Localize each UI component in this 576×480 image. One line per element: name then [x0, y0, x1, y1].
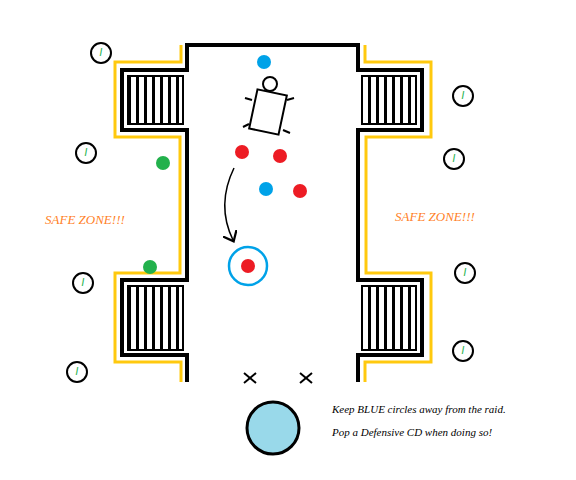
zone-label: SAFE ZONE!!! — [45, 212, 125, 228]
marker-circle: I — [452, 340, 474, 362]
marker-text: I — [462, 346, 465, 356]
move-arrow — [225, 168, 234, 240]
marker-text: I — [82, 278, 85, 288]
marker-text: I — [85, 148, 88, 158]
marker-circle: I — [72, 272, 94, 294]
marker-text: I — [453, 154, 456, 164]
marker-text: I — [464, 268, 467, 278]
portal-circle — [247, 402, 299, 454]
marker-text: I — [100, 48, 103, 58]
x-marks — [244, 373, 312, 383]
marker-circle: I — [75, 142, 97, 164]
marker-circle: I — [454, 262, 476, 284]
boss-figure — [243, 77, 294, 135]
player-dots — [143, 55, 307, 285]
note-text: Pop a Defensive CD when doing so! — [332, 426, 492, 438]
marker-text: I — [76, 367, 79, 377]
marker-circle: I — [66, 361, 88, 383]
stairs — [128, 76, 416, 350]
marker-circle: I — [90, 42, 112, 64]
note-text: Keep BLUE circles away from the raid. — [332, 403, 506, 415]
room-wall — [122, 45, 422, 382]
marker-circle: I — [452, 85, 474, 107]
zone-label: SAFE ZONE!!! — [395, 209, 475, 225]
marker-text: I — [462, 91, 465, 101]
marker-circle: I — [443, 148, 465, 170]
